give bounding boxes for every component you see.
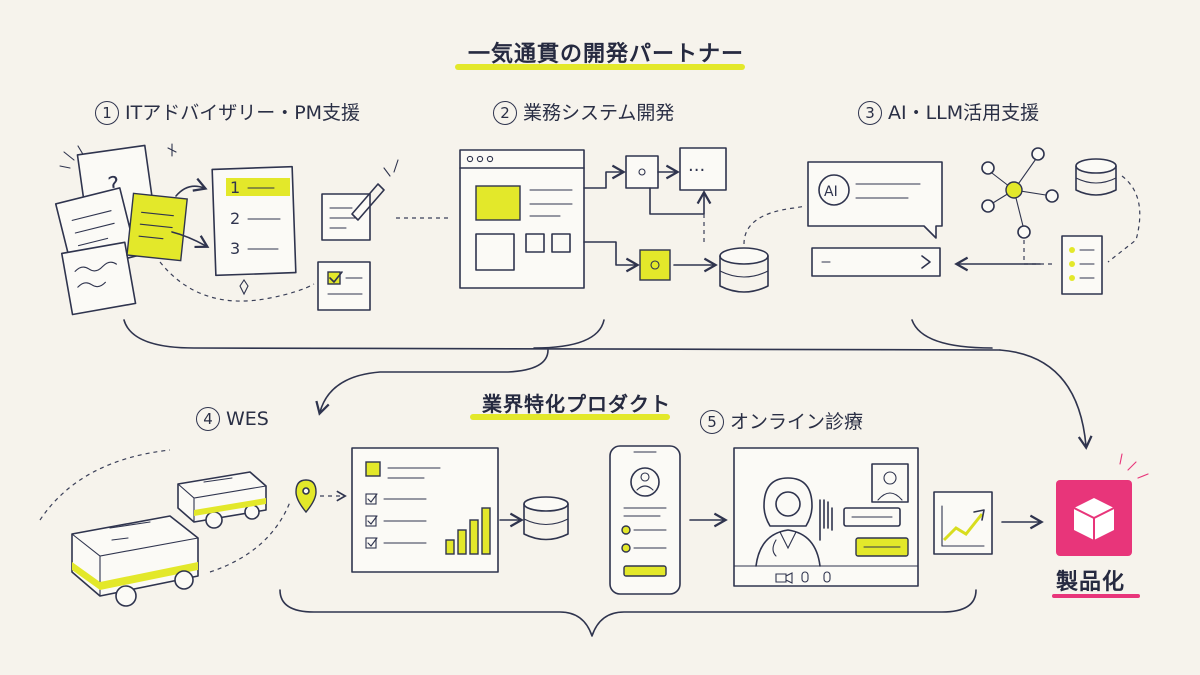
- ai-llm-illustration: AI: [807, 147, 1141, 295]
- result-label: 製品化: [1056, 570, 1126, 595]
- subtitle: 業界特化プロダクト: [482, 392, 671, 416]
- location-pin-icon: [295, 479, 317, 514]
- service-label-3: 3 AI・LLM活用支援: [858, 98, 1039, 125]
- growth-chart-icon: [933, 491, 993, 555]
- waving-hand-icon: [819, 499, 833, 541]
- bottom-brace: [279, 589, 977, 637]
- business-system-illustration: ···: [459, 147, 807, 293]
- active-node-icon: [639, 249, 671, 281]
- chat-bubble-icon: [807, 161, 943, 239]
- checklist-document-icon: [1061, 235, 1103, 295]
- product-icon: [1056, 453, 1149, 556]
- sparkle-icon: [239, 279, 249, 296]
- microphone-icon: [823, 571, 831, 583]
- flow-connectors: [123, 319, 1093, 637]
- participant-thumbnail: [871, 463, 909, 503]
- advisory-illustration: ? 1 2: [54, 143, 448, 316]
- service-name-1: ITアドバイザリー・PM支援: [125, 102, 361, 124]
- service-name-3: AI・LLM活用支援: [888, 102, 1040, 124]
- service-name-5: オンライン診療: [730, 411, 864, 433]
- menu-node-icon: [679, 147, 727, 191]
- service-label-1: 1 ITアドバイザリー・PM支援: [95, 98, 360, 125]
- dashboard-icon: [351, 447, 499, 573]
- service-label-2: 2 業務システム開発: [493, 98, 674, 125]
- service-label-5: 5 オンライン診療: [700, 407, 863, 434]
- svg-text:2: 2: [230, 209, 240, 228]
- microphone-icon: [801, 571, 809, 583]
- smartphone-icon: [609, 445, 681, 595]
- ai-badge: AI: [824, 184, 838, 200]
- doctor-icon: [755, 477, 833, 567]
- wes-illustration: [39, 447, 569, 607]
- main-title-highlight: [455, 64, 745, 70]
- checklist-icon: [317, 261, 371, 311]
- svg-text:3: 3: [230, 239, 240, 258]
- warehouse-robot-icon: [71, 515, 199, 607]
- prompt-input-icon: [811, 247, 941, 277]
- video-call-window-icon: [733, 447, 919, 587]
- service-number-4: 4: [196, 407, 220, 431]
- service-name-2: 業務システム開発: [523, 102, 675, 124]
- subtitle-highlight: [470, 414, 670, 420]
- network-graph-icon: [981, 147, 1059, 239]
- pen-writing-icon: [321, 159, 399, 241]
- camera-icon: [775, 572, 793, 584]
- numbered-list-icon: 1 2 3: [211, 165, 297, 277]
- result-underline: [1052, 594, 1140, 598]
- online-medical-illustration: [609, 445, 1044, 595]
- warehouse-robot-icon: [177, 471, 267, 529]
- service-number-5: 5: [700, 410, 724, 434]
- database-icon: [719, 247, 769, 293]
- svg-text:1: 1: [230, 178, 240, 197]
- main-title: 一気通貫の開発パートナー: [468, 42, 745, 67]
- database-icon: [523, 496, 569, 541]
- service-number-3: 3: [858, 101, 882, 125]
- node-icon: [625, 155, 659, 189]
- service-number-1: 1: [95, 101, 119, 125]
- service-label-4: 4 WES: [196, 407, 269, 431]
- cube-icon: [1073, 498, 1115, 540]
- service-name-4: WES: [226, 408, 269, 430]
- sticky-note-icon: [126, 192, 188, 262]
- service-number-2: 2: [493, 101, 517, 125]
- document-icon: [60, 241, 137, 316]
- sparkle-icon: [167, 143, 177, 157]
- database-icon: [1075, 158, 1117, 196]
- svg-text:···: ···: [688, 160, 705, 181]
